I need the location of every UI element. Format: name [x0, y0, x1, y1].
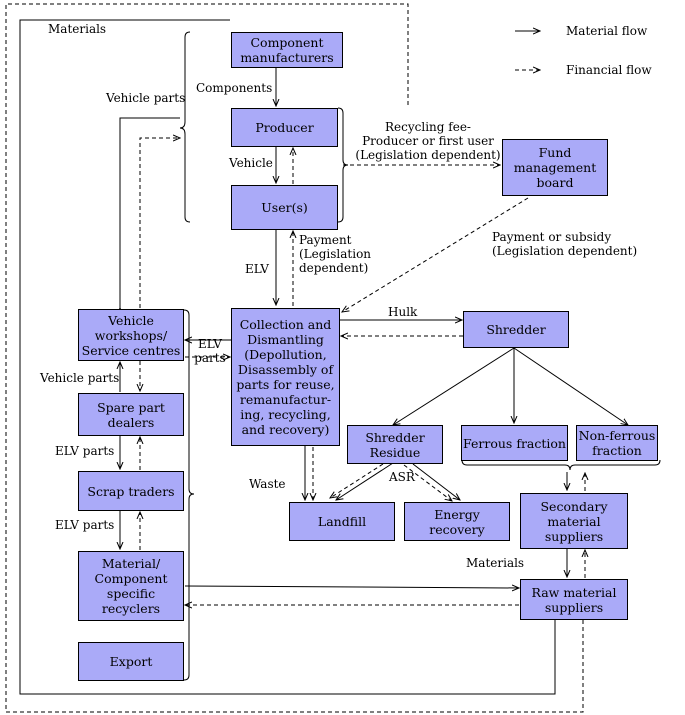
label-recycling-fee: Recycling fee- Producer or first user (L…	[355, 120, 501, 162]
label-vehicle-parts-left: Vehicle parts	[40, 371, 120, 385]
node-raw-material-suppliers: Raw material suppliers	[520, 579, 628, 620]
node-energy-recovery: Energy recovery	[404, 502, 510, 541]
brace-fractions	[461, 459, 661, 471]
node-scrap-traders: Scrap traders	[78, 471, 184, 511]
label-components: Components	[196, 81, 273, 95]
label-vehicle-parts-top: Vehicle parts	[106, 91, 186, 105]
node-vehicle-workshops: Vehicle workshops/ Service centres	[78, 309, 184, 361]
label-payment-or-subsidy: Payment or subsidy (Legislation dependen…	[492, 230, 638, 258]
label-elv-parts-1: ELV parts	[55, 444, 115, 458]
outer-financial-loop	[5, 3, 584, 713]
label-vehicle: Vehicle	[229, 156, 273, 170]
node-secondary-material-suppliers: Secondary material suppliers	[520, 493, 628, 549]
label-elv-parts-2: ELV parts	[55, 518, 115, 532]
label-elv: ELV	[245, 262, 269, 276]
node-non-ferrous-fraction: Non-ferrous fraction	[576, 425, 658, 461]
label-elv-parts-mid: ELV parts	[194, 337, 226, 365]
node-ferrous-fraction: Ferrous fraction	[461, 425, 568, 461]
node-collection-dismantling: Collection and Dismantling (Depollution,…	[231, 308, 340, 446]
label-materials-right: Materials	[466, 556, 525, 570]
node-component-manufacturers: Component manufacturers	[231, 32, 343, 68]
label-asr: ASR	[389, 470, 415, 484]
node-spare-part-dealers: Spare part dealers	[78, 393, 184, 436]
node-fund-management-board: Fund management board	[502, 139, 608, 196]
brace-top-left	[179, 31, 191, 223]
label-waste: Waste	[249, 477, 286, 491]
legend-material-flow-label: Material flow	[566, 24, 648, 38]
node-shredder: Shredder	[463, 311, 569, 348]
label-payment: Payment (Legislation dependent)	[299, 233, 372, 275]
node-producer: Producer	[231, 108, 338, 147]
legend-financial-flow-label: Financial flow	[566, 63, 652, 77]
label-hulk: Hulk	[388, 305, 418, 319]
node-shredder-residue: Shredder Residue	[347, 425, 443, 464]
node-users: User(s)	[231, 185, 338, 230]
label-materials-top: Materials	[48, 22, 107, 36]
outer-material-loop	[19, 19, 556, 695]
brace-top-right	[337, 107, 349, 223]
node-export: Export	[78, 642, 184, 681]
brace-left-stack	[183, 309, 195, 681]
node-landfill: Landfill	[289, 502, 395, 541]
node-material-component-recyclers: Material/ Component specific recyclers	[78, 551, 184, 621]
